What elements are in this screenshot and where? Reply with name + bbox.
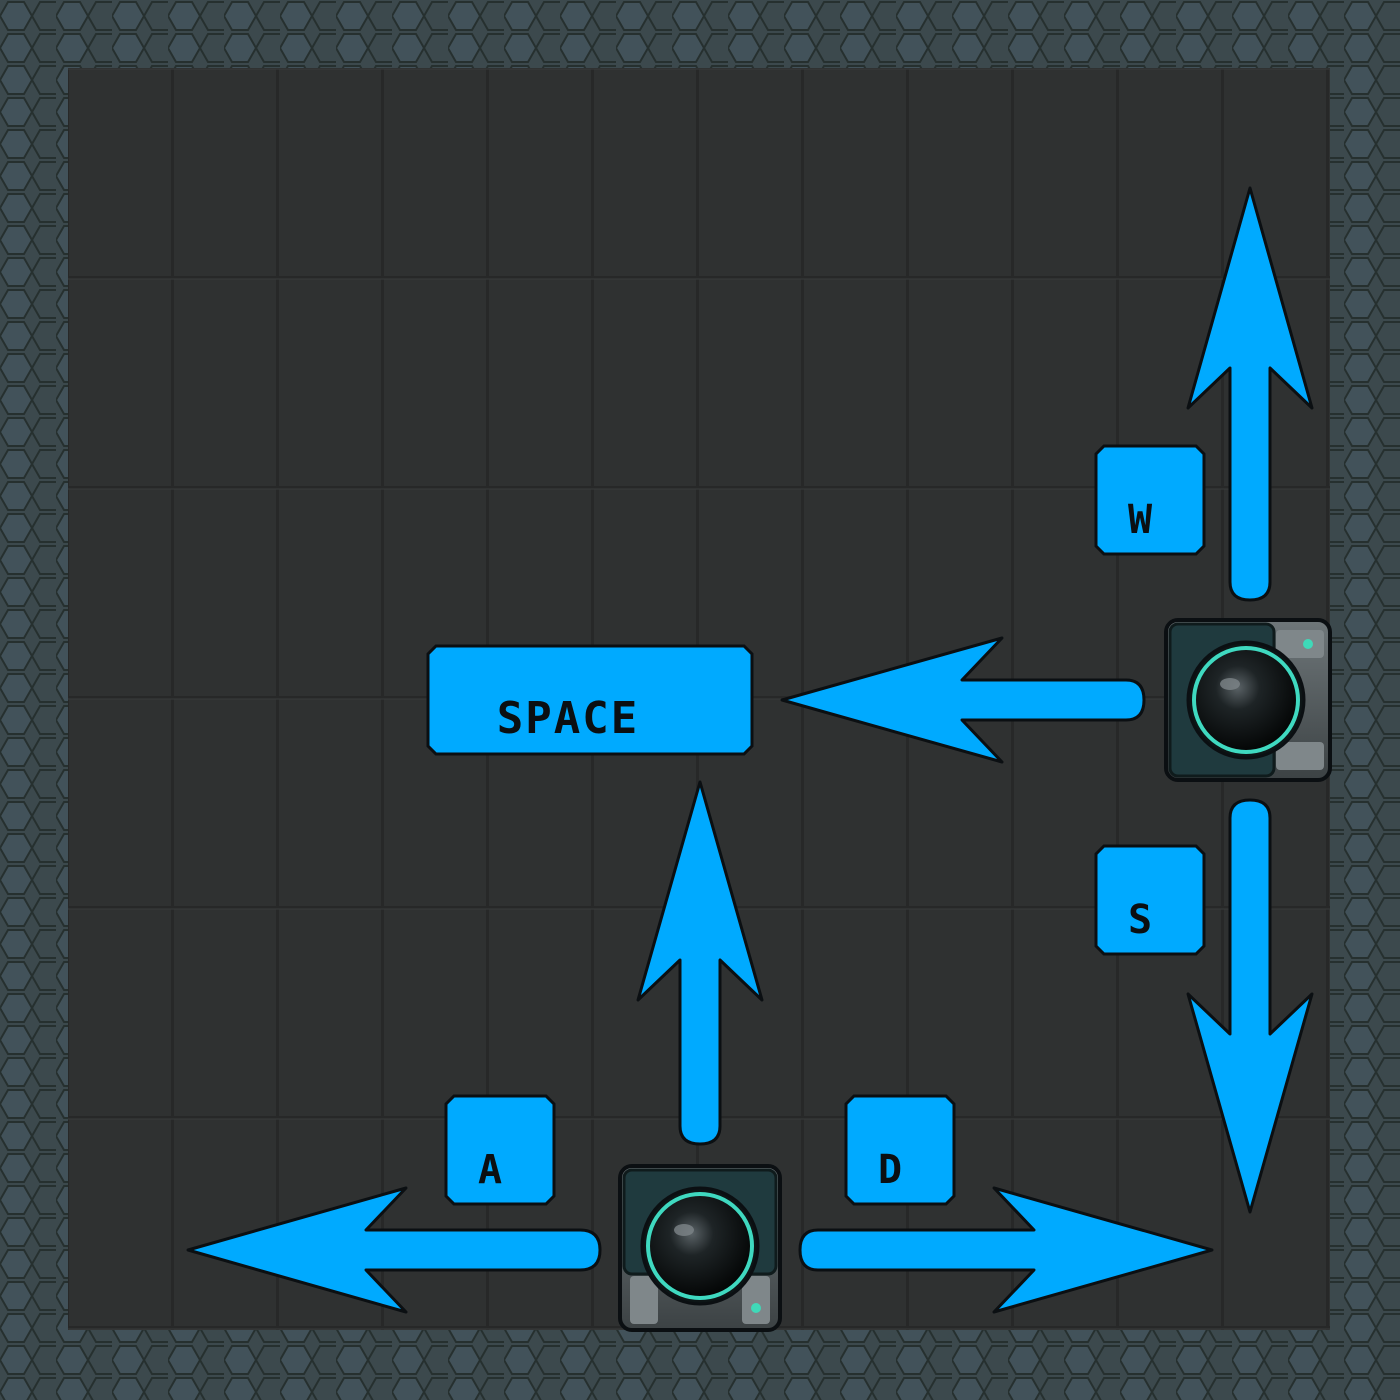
key-w: W [1094, 444, 1206, 556]
arrow-up-space [636, 780, 764, 1146]
arrow-left-space [780, 636, 1146, 764]
key-space: SPACE [426, 644, 754, 756]
turret-icon [618, 1164, 782, 1332]
arrow-down-s [1186, 798, 1314, 1214]
arrow-right-d [798, 1186, 1214, 1314]
arrow-left-a [186, 1186, 602, 1314]
key-a: A [444, 1094, 556, 1206]
key-d: D [844, 1094, 956, 1206]
key-w-label: W [1128, 497, 1153, 543]
arrow-up-w [1186, 186, 1314, 602]
key-a-label: A [478, 1147, 502, 1193]
key-s-label: S [1128, 897, 1152, 943]
key-space-label: SPACE [497, 693, 639, 744]
key-d-label: D [878, 1147, 902, 1193]
key-s: S [1094, 844, 1206, 956]
turret-icon [1164, 618, 1332, 782]
